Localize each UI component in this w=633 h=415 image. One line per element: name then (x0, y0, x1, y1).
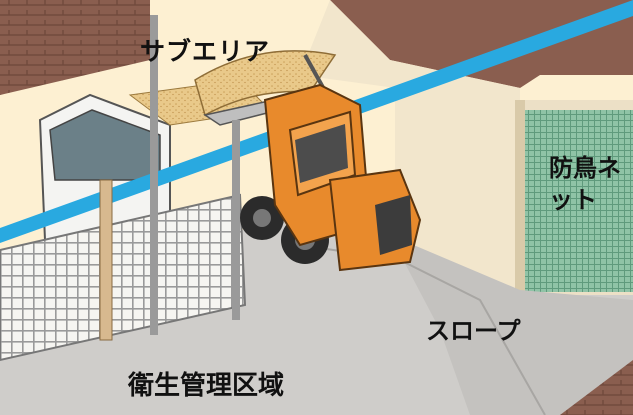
bird-net (525, 110, 633, 292)
label-bird-net: 防鳥ネット (549, 154, 621, 214)
brick-corner (560, 360, 633, 415)
label-hygiene-zone: 衛生管理区域 (128, 371, 285, 401)
fence-post (99, 179, 113, 341)
pole-2 (232, 120, 240, 320)
skid-loader (240, 83, 422, 272)
roof (330, 0, 633, 88)
mesh-fence (0, 193, 247, 362)
pole (150, 15, 158, 335)
upper-wall (300, 0, 520, 105)
brick-wall (0, 0, 150, 95)
building-wall (395, 85, 515, 290)
net-frame (515, 100, 525, 295)
label-sub-area: サブエリア (140, 37, 271, 66)
label-slope: スロープ (426, 317, 521, 345)
slope (390, 235, 633, 415)
